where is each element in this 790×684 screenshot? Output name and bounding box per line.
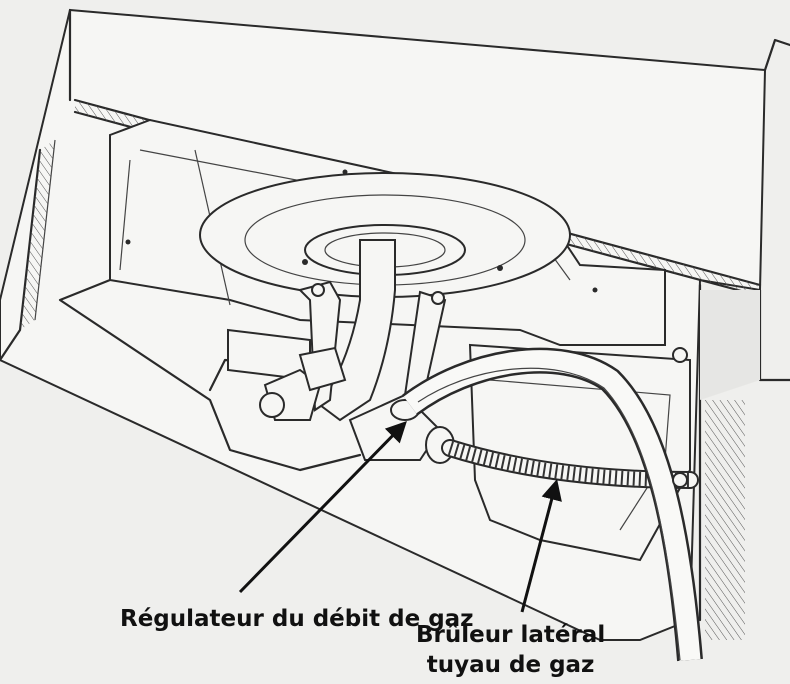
burner-plate <box>199 172 571 298</box>
label-side-burner-line2: tuyau de gaz <box>426 652 595 678</box>
right-bolts <box>672 347 688 488</box>
label-gas-regulator: Régulateur du débit de gaz <box>120 606 474 632</box>
flexible-tube <box>402 347 703 662</box>
label-side-burner-line1: Brûleur latéral <box>416 622 606 648</box>
label-side-burner-hose: Brûleur latéral tuyau de gaz <box>416 620 605 680</box>
regulator-arrow <box>238 420 407 594</box>
hose-arrow <box>520 478 562 613</box>
